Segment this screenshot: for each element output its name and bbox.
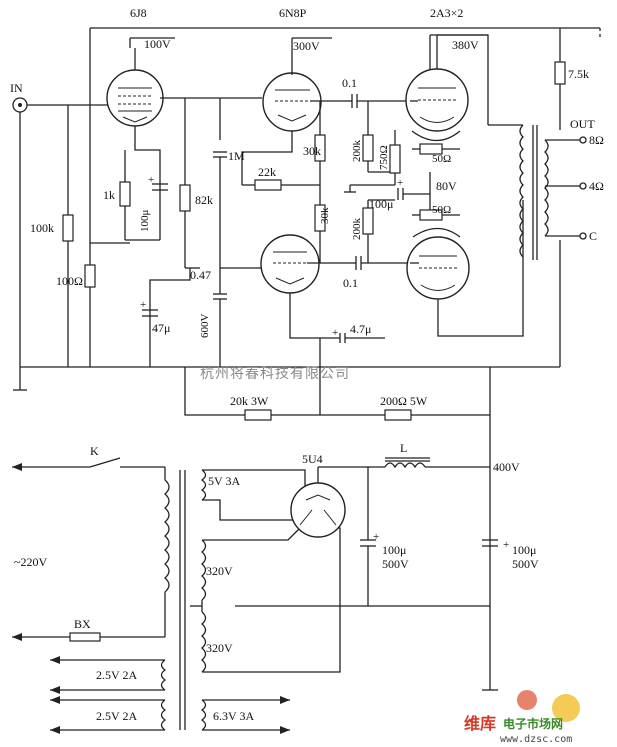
resistor-200ohm-5w [384, 409, 412, 421]
label-4ohm: 4Ω [589, 179, 604, 193]
label-4-7u: 4.7μ [350, 322, 371, 336]
output-label: OUT [570, 117, 595, 131]
label-100u-cathode: 100μ [139, 210, 151, 233]
site-logo: 维库 电子市场网 www.dzsc.com [464, 690, 580, 745]
resistor-750ohm [389, 144, 401, 174]
label-320v-b: 320V [206, 641, 233, 655]
label-2-5v-b: 2.5V 2A [96, 709, 137, 723]
plus-47u: + [332, 327, 338, 339]
label-80v: 80V [436, 179, 457, 193]
tube-2a3-lower [406, 227, 470, 300]
resistor-7-5k [554, 61, 566, 85]
input-jack [12, 97, 118, 391]
label-200k-a: 200k [351, 140, 363, 163]
voltage-300v: 300V [293, 39, 320, 53]
label-50ohm-b: 50Ω [432, 204, 451, 216]
label-c2-v: 500V [512, 557, 539, 571]
watermark-company: 杭州将春科技有限公司 [200, 366, 350, 382]
label-c1-val: 100μ [382, 543, 406, 557]
voltage-380v: 380V [452, 38, 479, 52]
plus-mark: + [148, 174, 154, 186]
voltage-100v: 100V [144, 37, 171, 51]
label-200k-b: 200k [351, 218, 363, 241]
output-terminal-4 [579, 182, 587, 190]
tube-label-6j8: 6J8 [130, 6, 147, 20]
label-47u: 47μ [152, 321, 170, 335]
label-100u-bias: 100μ [369, 197, 393, 211]
plus-100u-bias: + [397, 177, 403, 189]
tube-label-2a3: 2A3×2 [430, 6, 463, 20]
label-400v: 400V [493, 460, 520, 474]
label-82k: 82k [195, 193, 213, 207]
resistor-82k [179, 184, 191, 212]
plus-c1: + [373, 531, 379, 543]
label-50ohm-a: 50Ω [432, 153, 451, 165]
label-750ohm: 750Ω [378, 145, 390, 170]
tube-6n8p-upper [262, 72, 322, 132]
label-0-1-top: 0.1 [342, 76, 357, 90]
logo-url: www.dzsc.com [500, 734, 572, 745]
fuse-bx [69, 632, 101, 642]
rectifier-5u4 [290, 482, 346, 538]
logo-text-a: 维库 [464, 714, 496, 733]
logo-text-b: 电子市场网 [503, 716, 563, 731]
switch-label: K [90, 444, 99, 458]
tube-label-6n8p: 6N8P [279, 6, 307, 20]
tube-6j8 [106, 48, 164, 127]
resistor-100k [62, 214, 74, 242]
resistor-100ohm [84, 264, 96, 288]
resistor-22k [254, 179, 282, 191]
output-transformer [519, 124, 549, 260]
label-7-5k: 7.5k [568, 67, 589, 81]
label-5v-3a: 5V 3A [208, 474, 240, 488]
label-100ohm: 100Ω [56, 274, 83, 288]
power-switch [12, 457, 166, 480]
label-0-1-bottom: 0.1 [343, 276, 358, 290]
resistor-1k [119, 181, 131, 207]
label-c1-v: 500V [382, 557, 409, 571]
fuse-label: BX [74, 617, 91, 631]
tube-2a3-upper [405, 68, 469, 142]
label-20k-3w: 20k 3W [230, 394, 269, 408]
rectifier-label: 5U4 [302, 452, 323, 466]
label-c: C [589, 229, 597, 243]
plus-mark-47: + [140, 299, 146, 311]
label-200ohm-5w: 200Ω 5W [380, 394, 428, 408]
label-1k: 1k [103, 188, 115, 202]
resistor-20k-3w [244, 409, 272, 421]
plus-c2: + [503, 539, 509, 551]
label-320v-a: 320V [206, 564, 233, 578]
label-1m: 1M [228, 149, 245, 163]
output-terminal-c [579, 232, 587, 240]
tube-6n8p-lower [260, 234, 320, 294]
label-600v: 600V [199, 314, 211, 339]
input-label: IN [10, 81, 23, 95]
label-30k-b: 30k [319, 207, 331, 224]
label-30k-a: 30k [303, 144, 321, 158]
resistor-200k-a [362, 134, 374, 162]
mains-label: ~220V [14, 555, 47, 569]
label-100k: 100k [30, 221, 54, 235]
label-047: 0.47 [190, 268, 211, 282]
label-8ohm: 8Ω [589, 133, 604, 147]
label-22k: 22k [258, 165, 276, 179]
label-6-3v: 6.3V 3A [213, 709, 254, 723]
choke-label: L [400, 441, 407, 455]
resistor-200k-b [362, 207, 374, 235]
label-c2-val: 100μ [512, 543, 536, 557]
label-2-5v-a: 2.5V 2A [96, 668, 137, 682]
output-terminal-8 [579, 136, 587, 144]
